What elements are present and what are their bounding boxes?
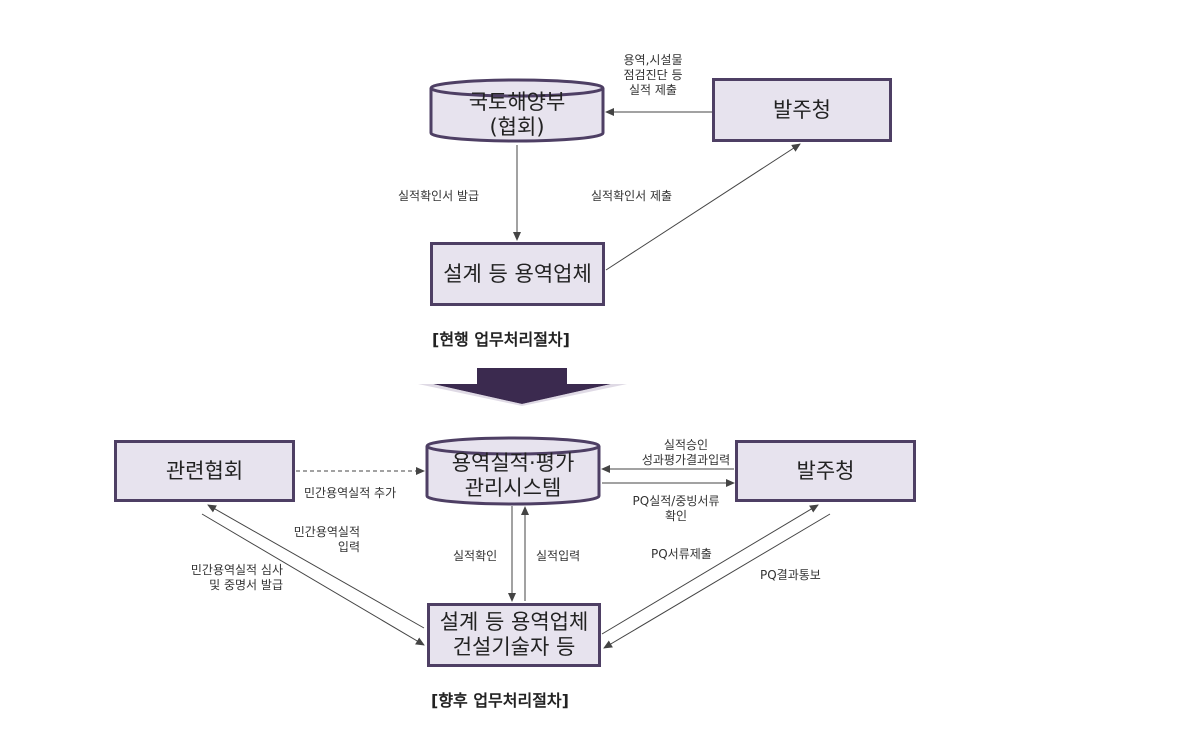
label-check-results: 실적확인 (453, 549, 498, 563)
label-pq-submit: PQ서류제출 (651, 547, 712, 561)
client-label-future: 발주청 (796, 458, 855, 483)
client-box-future: 발주청 (735, 440, 916, 502)
arrow-client-to-contractor (603, 513, 831, 649)
arrow-association-to-contractor (201, 513, 425, 646)
system-sub: 관리시스템 (464, 476, 562, 500)
system-cylinder (425, 436, 601, 506)
association-box: 관련협회 (114, 440, 295, 502)
contractor-box-future: 설계 등 용역업체 건설기술자 등 (427, 603, 601, 667)
association-label: 관련협회 (165, 458, 244, 483)
system-name: 용역실적·평가 (451, 451, 575, 475)
contractor-label-current: 설계 등 용역업체 (443, 261, 592, 286)
arrow-contractor-to-association (207, 504, 425, 629)
ministry-name: 국토해양부 (468, 90, 566, 114)
label-private-add: 민간용역실적 추가 (304, 486, 397, 500)
contractor-box-current: 설계 등 용역업체 (430, 242, 605, 306)
client-label-current: 발주청 (773, 97, 831, 122)
big-down-arrow (418, 368, 627, 406)
ministry-sub: (협회) (489, 115, 545, 139)
label-pq-confirm: PQ실적/중빙서류 확인 (632, 494, 720, 523)
caption-future: [향후 업무처리절차] (431, 691, 569, 710)
contractor-label-future-1: 설계 등 용역업체 (439, 610, 589, 634)
label-pq-notice: PQ결과통보 (760, 568, 821, 582)
label-approval: 실적승인 성과평가결과입력 (641, 438, 731, 467)
label-submit-certificate: 실적확인서 제출 (591, 189, 673, 203)
caption-current: [현행 업무처리절차] (432, 330, 570, 349)
label-private-input: 민간용역실적 입력 (293, 525, 360, 554)
label-issue-certificate: 실적확인서 발급 (398, 189, 480, 203)
label-input-results: 실적입력 (536, 549, 581, 563)
label-submit-results: 용역,시설물 점검진단 등 실적 제출 (623, 53, 683, 97)
arrow-contractor-to-client-future (601, 504, 819, 635)
contractor-label-future-2: 건설기술자 등 (452, 635, 576, 659)
ministry-cylinder (429, 78, 605, 143)
label-private-review: 민간용역실적 심사 및 중명서 발급 (190, 563, 283, 592)
system-node: 용역실적·평가 관리시스템 (427, 451, 599, 501)
client-box-current: 발주청 (712, 78, 892, 142)
arrow-contractor-to-client (605, 143, 801, 271)
ministry-node: 국토해양부 (협회) (431, 90, 603, 139)
